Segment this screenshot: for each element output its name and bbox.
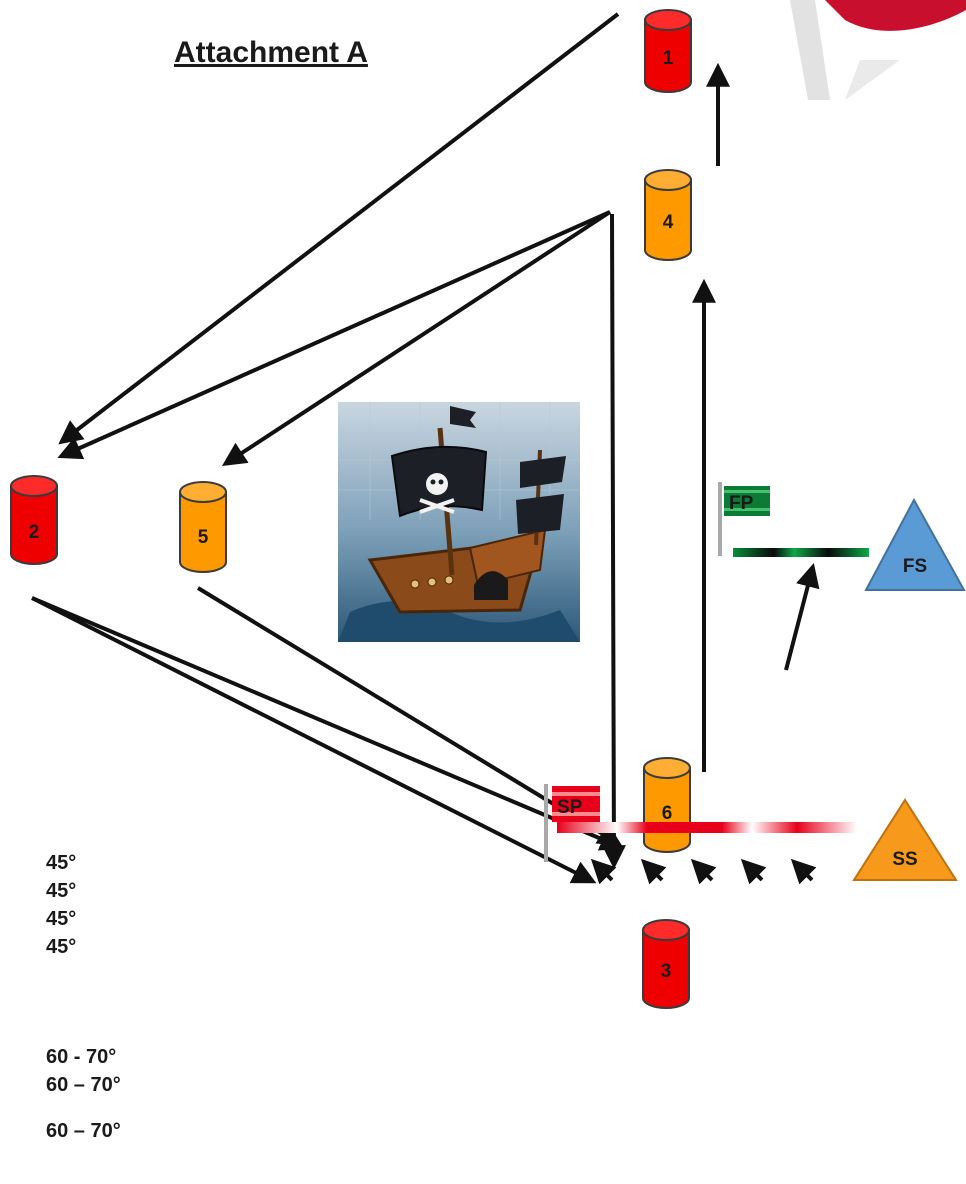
mark-4: 4	[644, 169, 692, 261]
angle-label: 45°	[46, 880, 77, 902]
leg-4-to-5	[221, 210, 612, 466]
start-boat: SS	[852, 798, 958, 881]
leg-2-to-3	[31, 596, 597, 884]
leg-2-to-6	[31, 596, 625, 851]
mark-1-label: 1	[663, 48, 674, 69]
angle-label: 45°	[46, 852, 77, 874]
mark-2-label: 2	[29, 522, 40, 543]
angle-label: 60 – 70°	[46, 1120, 121, 1142]
mark-2: 2	[10, 475, 58, 565]
mark-3: 3	[642, 919, 690, 1009]
leg-4-to-6	[601, 213, 626, 870]
finish-boat-label: FS	[903, 556, 927, 577]
leg-4-to-2	[57, 210, 611, 460]
finish-line: FP	[718, 482, 869, 557]
mark-4-label: 4	[663, 212, 674, 233]
mark-3-label: 3	[661, 961, 672, 982]
mark-1: 1	[644, 9, 692, 93]
start-approach-arrows	[590, 858, 817, 885]
leg-1-to-2	[58, 12, 620, 445]
angle-label: 60 - 70°	[46, 1046, 117, 1068]
leg-to-finish	[784, 563, 820, 671]
angle-label: 45°	[46, 908, 77, 930]
angle-label: 60 – 70°	[46, 1074, 121, 1096]
mark-6-label: 6	[662, 803, 673, 824]
start-line: SP	[544, 784, 857, 862]
mark-6: 6	[643, 757, 691, 853]
finish-pin-label: FP	[729, 493, 754, 514]
club-logo-flag	[790, 0, 966, 100]
angle-label: 45°	[46, 936, 77, 958]
start-pin-label: SP	[557, 797, 583, 818]
pirate-ship-image	[338, 402, 580, 642]
finish-boat: FS	[864, 497, 966, 591]
course-legs	[31, 12, 820, 884]
mark-5-label: 5	[198, 527, 209, 548]
page-title: Attachment A	[174, 36, 368, 69]
start-boat-label: SS	[892, 849, 917, 870]
mark-5: 5	[179, 481, 227, 573]
